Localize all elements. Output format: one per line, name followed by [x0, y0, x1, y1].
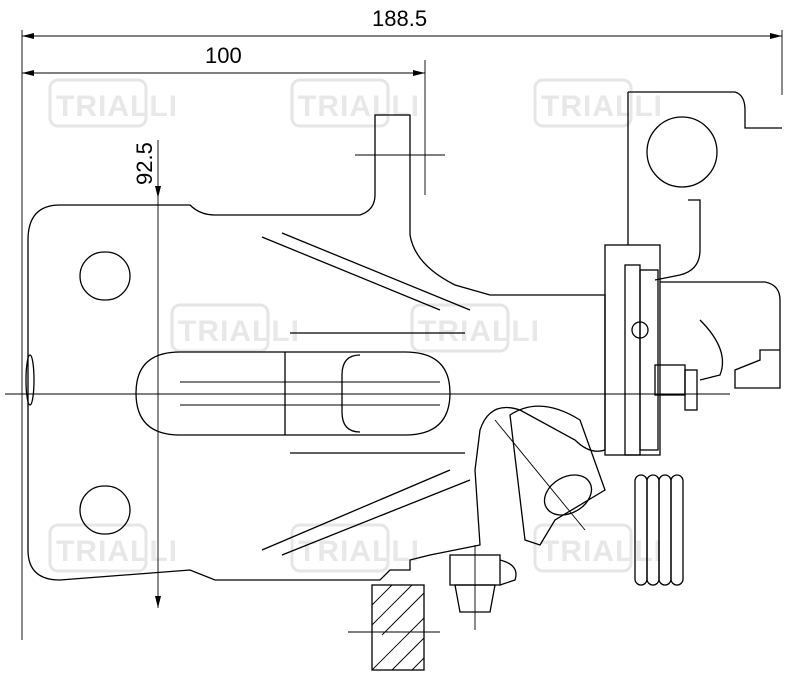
section-hatch [348, 584, 440, 671]
dimension-label: 188.5 [372, 6, 427, 31]
bracket [604, 91, 782, 456]
hose-fitting [449, 545, 517, 630]
dimension-label: 100 [205, 43, 242, 68]
spring [634, 474, 684, 586]
watermark: TRIALLI [298, 90, 420, 123]
watermark: TRIALLI [541, 90, 663, 123]
dimension-label: 92.5 [132, 142, 157, 185]
watermark: TRIALLI [178, 315, 300, 348]
caliper-body [25, 114, 606, 581]
watermark: TRIALLI [418, 315, 540, 348]
watermark: TRIALLI [56, 90, 178, 123]
dimension-overall-width: 188.5 [21, 6, 783, 640]
watermark: TRIALLI [298, 535, 420, 568]
dimension-partial-width: 100 [22, 43, 426, 195]
watermark: TRIALLI [541, 535, 663, 568]
dimension-height: 92.5 [132, 140, 161, 608]
bleed-screw [494, 405, 606, 546]
watermark-logos: TRIALLI TRIALLI TRIALLI TRIALLI TRIALLI … [48, 78, 663, 573]
watermark: TRIALLI [56, 535, 178, 568]
